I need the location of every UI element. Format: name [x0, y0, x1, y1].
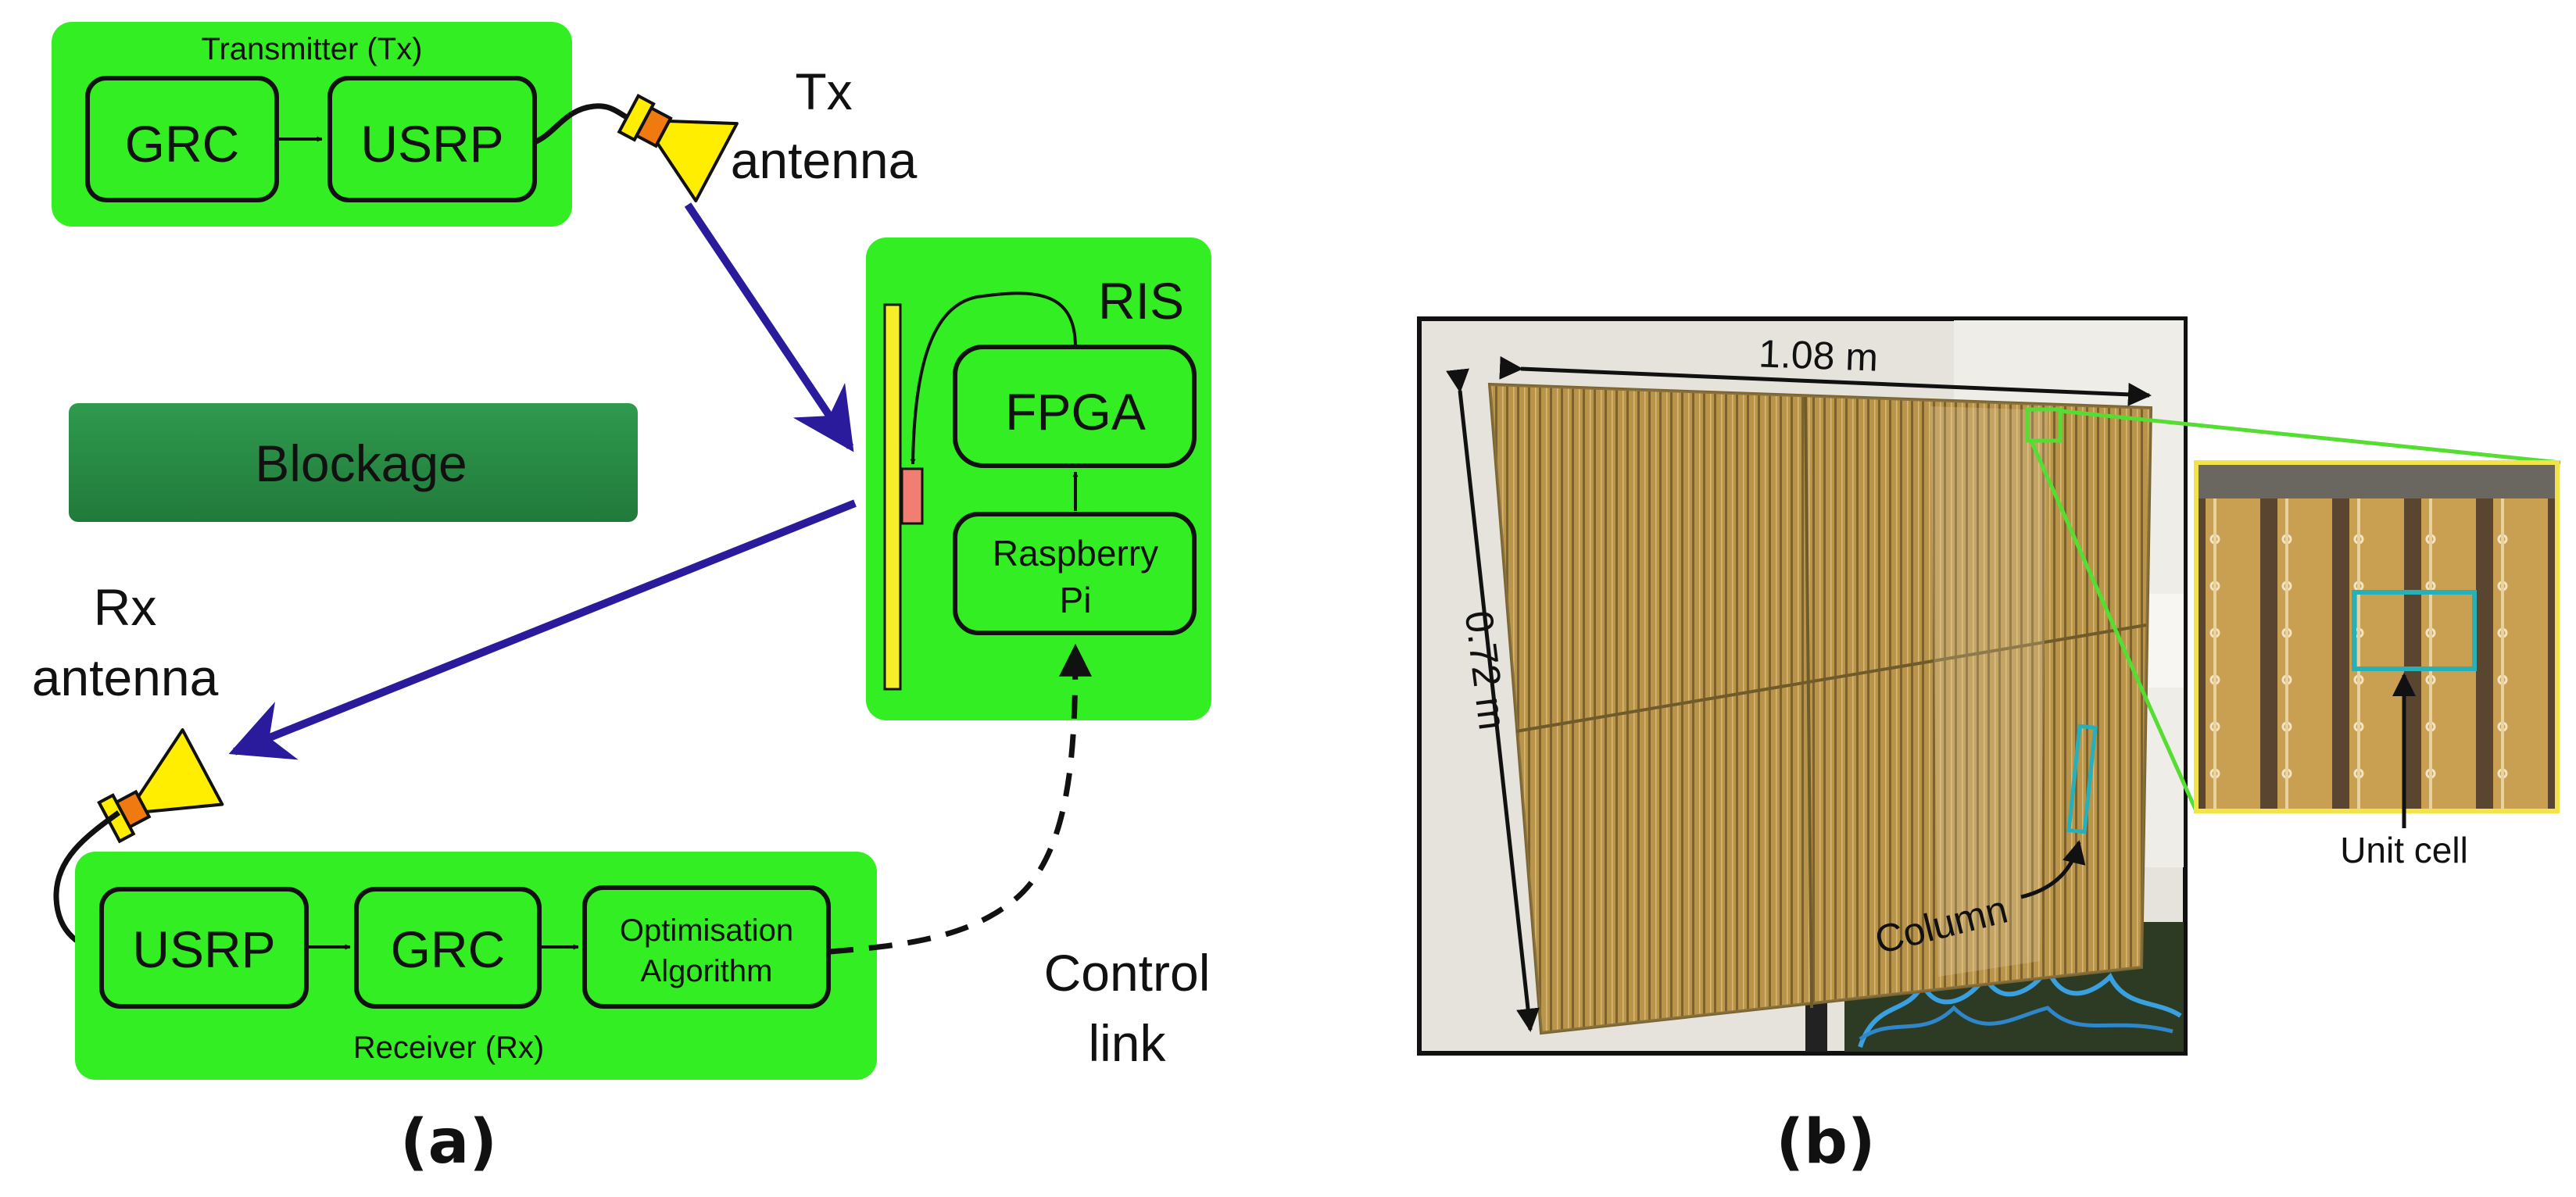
rx-antenna-label-line1: Rx — [94, 578, 157, 636]
panel-a: Transmitter (Tx) GRC USRP Tx antenna — [32, 22, 1211, 1177]
height-dimension-arrow — [1446, 368, 1540, 1032]
blockage-label: Blockage — [255, 434, 467, 492]
tx-grc-label: GRC — [125, 115, 240, 173]
fpga-label: FPGA — [1005, 383, 1146, 441]
reflected-beam-arrow — [228, 499, 857, 760]
panel-a-caption: (a) — [400, 1107, 497, 1177]
raspberry-label-line1: Raspberry — [993, 533, 1158, 573]
zoom-inset — [2194, 460, 2560, 813]
ris-element — [900, 467, 924, 525]
transmitter-box: Transmitter (Tx) GRC USRP — [52, 22, 572, 227]
column-highlight — [2066, 724, 2098, 834]
control-link-arrow — [829, 643, 1092, 955]
optimisation-label-line2: Algorithm — [641, 954, 773, 988]
fpga-to-element-arrow — [910, 291, 1077, 465]
ris-photo — [1417, 316, 2188, 1056]
raspberry-pi-block: Raspberry Pi — [953, 512, 1197, 635]
optimisation-label-line1: Optimisation — [620, 913, 793, 948]
panel-b-caption: (b) — [1776, 1107, 1875, 1177]
width-label: 1.08 m — [1758, 331, 1879, 379]
control-link-label-line2: link — [1088, 1014, 1166, 1072]
tx-antenna-label-line1: Tx — [795, 63, 852, 120]
rx-antenna-label-line2: antenna — [32, 649, 219, 706]
tx-grc-block: GRC — [85, 76, 279, 202]
control-link-label-line1: Control — [1044, 944, 1211, 1002]
optimisation-block: Optimisation Algorithm — [582, 885, 831, 1009]
receiver-title: Receiver (Rx) — [353, 1031, 544, 1065]
tx-usrp-label: USRP — [360, 115, 503, 173]
panel-b: 1.08 m 0.72 m Column Unit cell (b) — [1417, 316, 2561, 1177]
transmitter-title: Transmitter (Tx) — [202, 32, 423, 66]
tx-usrp-block: USRP — [327, 76, 537, 202]
ris-surface-strip — [883, 303, 902, 691]
incident-beam-arrow — [684, 202, 854, 452]
ris-box: RIS FPGA Raspberry Pi — [866, 238, 1211, 720]
unit-cell-source-box — [2025, 407, 2063, 443]
ris-title: RIS — [1098, 272, 1184, 330]
tx-antenna-icon — [617, 94, 739, 202]
unit-cell-highlight — [2352, 590, 2477, 671]
rx-usrp-block: USRP — [99, 887, 309, 1009]
rx-usrp-label: USRP — [132, 920, 275, 978]
fpga-block: FPGA — [953, 345, 1197, 468]
unit-cell-label: Unit cell — [2340, 830, 2468, 870]
zoom-line-top — [2059, 409, 2561, 465]
receiver-box: USRP GRC Optimisation Algorithm Receiver… — [75, 852, 877, 1080]
rx-antenna-icon — [97, 728, 224, 844]
rx-grc-block: GRC — [354, 887, 542, 1009]
rx-grc-label: GRC — [391, 920, 506, 978]
tx-antenna-label-line2: antenna — [731, 131, 918, 189]
width-dimension-arrow — [1499, 356, 2152, 406]
tx-cable — [533, 103, 631, 145]
blockage-box: Blockage — [69, 403, 638, 522]
zoom-line-bottom — [2028, 438, 2199, 813]
column-arrow — [2020, 840, 2086, 899]
raspberry-label-line2: Pi — [1060, 580, 1092, 620]
